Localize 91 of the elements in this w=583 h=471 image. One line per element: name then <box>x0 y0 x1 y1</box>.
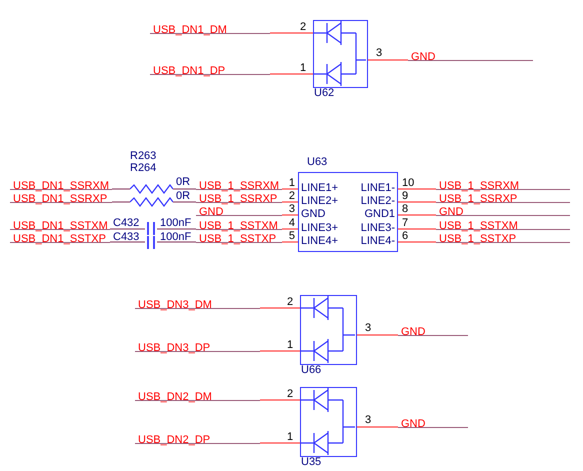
pin-number: 1 <box>288 177 295 189</box>
component-value: 0R <box>176 176 190 188</box>
pin-number: 7 <box>402 217 408 229</box>
pin-name: LINE4- <box>360 235 395 247</box>
pin-name: LINE4+ <box>301 235 338 247</box>
pin-name: GND1 <box>364 208 395 220</box>
pin-number: 3 <box>365 322 372 334</box>
wire <box>173 201 196 203</box>
pin-name: LINE2- <box>360 195 395 207</box>
pin-number: 2 <box>287 388 294 400</box>
wire <box>357 334 398 336</box>
net-label: USB_1_SSTXM <box>439 221 518 232</box>
pin-name: LINE3+ <box>301 222 338 234</box>
wire <box>112 188 130 190</box>
pin-number: 8 <box>402 203 408 215</box>
component-value: 100nF <box>160 231 192 243</box>
component-value: 100nF <box>160 217 192 229</box>
net-label: USB_1_SSRXM <box>199 181 280 192</box>
wire <box>173 188 196 190</box>
part-reference: U62 <box>314 87 334 99</box>
wire <box>398 241 436 243</box>
net-label: USB_1_SSRXP <box>199 194 278 205</box>
net-label: USB_DN1_SSTXM <box>13 221 108 232</box>
net-label: USB_DN2_DM <box>138 392 212 403</box>
part-reference: U35 <box>301 456 322 468</box>
part-reference: R264 <box>130 162 156 174</box>
pin-name: LINE1+ <box>301 182 338 194</box>
pin-number: 6 <box>402 230 408 242</box>
pin-number: 5 <box>288 230 295 242</box>
wire <box>270 73 313 75</box>
net-label: USB_1_SSRXM <box>439 181 520 192</box>
net-label: USB_DN1_SSTXP <box>13 234 106 245</box>
pin-number: 4 <box>288 217 295 229</box>
net-label: GND <box>401 327 426 338</box>
part-reference: R263 <box>130 150 156 162</box>
pin-number: 3 <box>288 203 295 215</box>
wire <box>270 32 313 34</box>
pin-name: LINE1- <box>360 182 395 194</box>
net-label: USB_DN1_DP <box>153 66 226 77</box>
net-label: USB_DN3_DM <box>138 300 212 311</box>
net-label: USB_1_SSRXP <box>439 194 518 205</box>
net-label: GND <box>439 207 464 218</box>
wire <box>282 188 298 190</box>
part-reference: U66 <box>301 364 322 376</box>
wire <box>260 307 300 309</box>
wire <box>260 442 300 444</box>
net-label: GND <box>411 52 436 63</box>
pin-number: 1 <box>287 339 294 351</box>
net-label: USB_1_SSTXP <box>439 234 516 245</box>
part-reference: C432 <box>113 217 140 229</box>
pin-number: 2 <box>288 190 295 202</box>
wire <box>282 228 298 230</box>
pin-number: 2 <box>287 296 294 308</box>
wire <box>260 399 300 401</box>
pin-number: 3 <box>365 414 372 426</box>
wire <box>110 228 145 230</box>
wire <box>282 241 298 243</box>
net-label: GND <box>401 419 426 430</box>
wire <box>157 241 196 243</box>
wire <box>368 59 408 61</box>
pin-number: 10 <box>402 177 414 189</box>
net-label: GND <box>199 207 224 218</box>
wire <box>110 241 145 243</box>
pin-number: 2 <box>300 21 306 33</box>
wire <box>260 350 300 352</box>
part-reference: U63 <box>307 156 328 168</box>
wire <box>282 201 298 203</box>
net-label: USB_DN1_SSRXP <box>13 194 108 205</box>
wire <box>282 214 298 216</box>
net-label: USB_1_SSTXM <box>199 221 278 232</box>
net-label: USB_1_SSTXP <box>199 234 276 245</box>
pin-name: LINE2+ <box>301 195 338 207</box>
pin-name: GND <box>301 208 326 220</box>
pin-number: 1 <box>287 431 294 443</box>
net-label: USB_DN3_DP <box>138 343 210 354</box>
wire <box>157 228 196 230</box>
pin-number: 9 <box>402 190 408 202</box>
pin-number: 1 <box>300 62 306 74</box>
net-label: USB_DN2_DP <box>138 435 210 446</box>
wire <box>398 228 436 230</box>
component-value: 0R <box>176 190 190 202</box>
wire <box>398 201 436 203</box>
wire <box>398 214 436 216</box>
pin-name: LINE3- <box>360 222 395 234</box>
pin-number: 3 <box>376 47 382 59</box>
wire <box>357 426 398 428</box>
net-label: USB_DN1_SSRXM <box>13 181 109 192</box>
wire <box>398 188 436 190</box>
part-reference: C433 <box>113 231 140 243</box>
net-label: USB_DN1_DM <box>153 25 227 36</box>
wire <box>112 201 130 203</box>
